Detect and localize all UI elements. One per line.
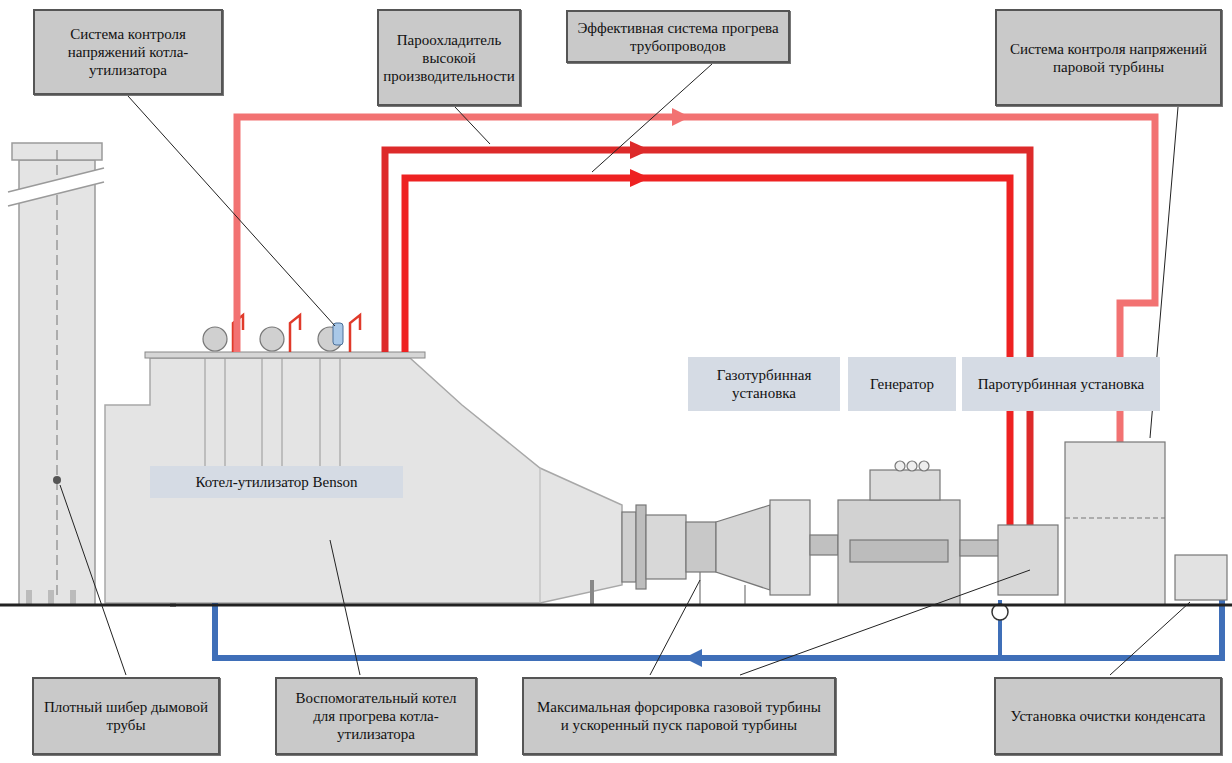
center-line [56, 150, 57, 600]
support [744, 585, 745, 605]
turbine-casing [646, 515, 686, 579]
leader-line [60, 485, 126, 675]
generator [838, 461, 1000, 605]
drum [203, 327, 227, 351]
callout-box: Максимальная форсировка газовой турбины … [522, 677, 836, 755]
component-label: Газотурбинная установка [688, 357, 840, 411]
callout-box: Система контроля напряжений паровой турб… [995, 9, 1222, 106]
label-text: Установка очистки конденсата [1011, 707, 1206, 725]
label-text: Паротурбинная установка [978, 375, 1145, 393]
platform [145, 352, 425, 358]
support [699, 572, 700, 605]
tube-bundle [205, 358, 225, 468]
leader-line [128, 96, 335, 326]
exhaust-ring [636, 505, 646, 589]
break-mark [8, 168, 104, 206]
exhaust-ring [622, 512, 636, 582]
callout-box: Воспомогательный котел для прогрева котл… [275, 677, 477, 755]
split-line [1065, 517, 1165, 518]
label-text: Котел-утилизатор Benson [195, 473, 357, 491]
callout-box: Установка очистки конденсата [994, 677, 1222, 755]
drum [260, 327, 284, 351]
arrowhead [630, 141, 650, 159]
component-label: Паротурбинная установка [962, 357, 1160, 411]
shaft [960, 540, 1000, 556]
gas-turbine [622, 500, 838, 605]
break-line [8, 182, 104, 206]
label-text: Воспомогательный котел для прогрева котл… [285, 689, 467, 743]
label-text: Пароохладитель высокой производительност… [383, 31, 514, 85]
air-inlet [770, 500, 810, 595]
stress-sensor [333, 323, 343, 345]
break-line [8, 168, 104, 192]
valve [290, 315, 300, 352]
bushing [895, 461, 905, 471]
leader-line [1110, 602, 1190, 675]
support [590, 580, 594, 605]
callout-box: Плотный шибер дымовой трубы [32, 677, 220, 755]
label-text: Эффективная система прогрева трубопровод… [576, 19, 780, 55]
stack-leg [26, 590, 32, 605]
label-text: Система контроля напряжений котла-утилиз… [43, 25, 213, 79]
steam-pipe-hp [405, 178, 1010, 555]
ground-line [0, 604, 1232, 607]
bushing [907, 461, 917, 471]
tube-bundle [320, 358, 340, 468]
condenser [1175, 555, 1227, 600]
label-text: Плотный шибер дымовой трубы [42, 698, 210, 734]
stack-leg [48, 590, 54, 605]
exciter [870, 470, 940, 500]
leader-line [455, 107, 490, 144]
leader-line [330, 540, 360, 675]
downcomers [205, 358, 340, 468]
lp-casing [1065, 442, 1165, 605]
shaft [810, 535, 838, 555]
arrowhead [684, 649, 702, 667]
component-label: Генератор [848, 357, 956, 411]
label-text: Система контроля напряжений паровой турб… [1005, 40, 1212, 76]
leader-line [592, 64, 712, 172]
safety-valves [233, 315, 360, 352]
valve [350, 315, 360, 352]
steam-pipe-ip [385, 150, 1030, 555]
generator-housing [838, 500, 960, 605]
boiler-seam [539, 468, 540, 603]
arrowhead [630, 169, 650, 187]
label-text: Газотурбинная установка [694, 366, 834, 402]
arrowhead [672, 108, 690, 126]
hp-section [998, 525, 1058, 595]
stack-leg [70, 590, 76, 605]
callout-box: Пароохладитель высокой производительност… [377, 9, 521, 106]
label-text: Максимальная форсировка газовой турбины … [532, 698, 826, 734]
leader-lines [60, 64, 1190, 675]
bushing [919, 461, 929, 471]
boiler-body [105, 358, 622, 603]
callout-box: Эффективная система прогрева трубопровод… [566, 10, 790, 63]
leader-line [740, 570, 1030, 675]
combustor [686, 522, 716, 572]
leader-line [650, 580, 700, 675]
stator [850, 540, 948, 562]
callout-box: Система контроля напряжений котла-утилиз… [33, 9, 223, 95]
damper-dot [53, 476, 61, 484]
label-text: Генератор [870, 375, 934, 393]
steam-turbine [998, 442, 1227, 605]
component-label: Котел-утилизатор Benson [150, 466, 403, 498]
tube-bundle [262, 358, 282, 468]
compressor [716, 505, 770, 590]
